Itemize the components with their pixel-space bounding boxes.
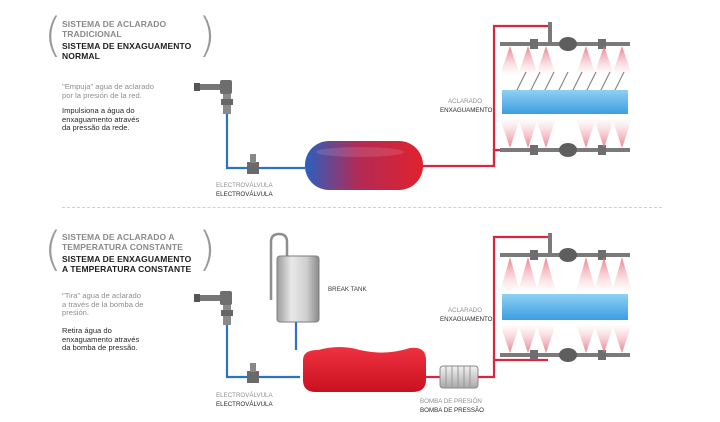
bottom-electrovalve-label-es: ELECTROVÁLVULA	[216, 392, 273, 399]
top-title-pt: SISTEMA DE ENXAGUAMENTO NORMAL	[62, 41, 192, 61]
bottom-overflow-pipe	[269, 232, 289, 300]
top-hot-pipe	[423, 24, 548, 168]
top-electrovalve-label-pt: ELECTROVÁLVULA	[216, 191, 273, 198]
top-left-bracket: (	[44, 8, 62, 62]
bottom-desc-pt: Retira água do enxaguamento através da b…	[62, 326, 140, 353]
top-boiler-tank	[305, 141, 423, 190]
bottom-electrovalve-icon	[247, 363, 259, 383]
top-rinse-label-es: ACLARADO	[448, 98, 483, 105]
top-rinse-label-pt: ENXAGUAMENTO	[440, 107, 493, 114]
bottom-rinse-label-es: ACLARADO	[448, 307, 483, 314]
top-system	[194, 22, 632, 190]
pump-label-es: BOMBA DE PRESIÓN	[420, 398, 482, 405]
top-dish-rack	[515, 71, 625, 93]
bottom-lower-spray-arm	[500, 324, 632, 362]
top-hot-pipe-lower	[492, 148, 548, 166]
bottom-title-es: SISTEMA DE ACLARADO A TEMPERATURA CONSTA…	[62, 232, 183, 252]
top-upper-spray-arm	[500, 22, 632, 75]
pressure-pump	[439, 365, 479, 389]
bottom-rinse-label-pt: ENXAGUAMENTO	[440, 316, 493, 323]
top-inlet-valve-icon	[194, 80, 233, 114]
section-divider	[62, 207, 662, 208]
break-tank-label: BREAK TANK	[328, 286, 367, 293]
top-desc-es: "Empuja" agua de aclarado por la presión…	[62, 82, 154, 100]
top-electrovalve-icon	[247, 154, 259, 174]
top-electrovalve-label-es: ELECTROVÁLVULA	[216, 182, 273, 189]
bottom-boiler-tank	[303, 347, 426, 392]
top-title-es: SISTEMA DE ACLARADO TRADICIONAL	[62, 19, 167, 39]
bottom-left-bracket: (	[44, 222, 62, 276]
bottom-desc-es: "Tira" agua de aclarado a través de la b…	[62, 291, 144, 318]
bottom-system	[194, 232, 632, 392]
bottom-inlet-valve-icon	[194, 291, 233, 325]
top-right-bracket: )	[198, 8, 216, 62]
bottom-cold-pipe	[225, 325, 300, 379]
bottom-upper-spray-arm	[500, 233, 632, 292]
top-lower-spray-arm	[500, 118, 632, 157]
bottom-electrovalve-label-pt: ELECTROVÁLVULA	[216, 401, 273, 408]
bottom-water-tray	[502, 294, 628, 320]
bottom-title-pt: SISTEMA DE ENXAGUAMENTO A TEMPERATURA CO…	[62, 254, 192, 274]
break-tank	[276, 255, 320, 323]
top-cold-pipe	[225, 114, 305, 170]
top-desc-pt: Impulsiona a água do enxaguamento atravé…	[62, 106, 140, 133]
pump-label-pt: BOMBA DE PRESSÃO	[420, 407, 484, 414]
top-water-tray	[502, 90, 628, 114]
bottom-right-bracket: )	[198, 222, 216, 276]
bottom-hot-pipe	[478, 235, 548, 379]
